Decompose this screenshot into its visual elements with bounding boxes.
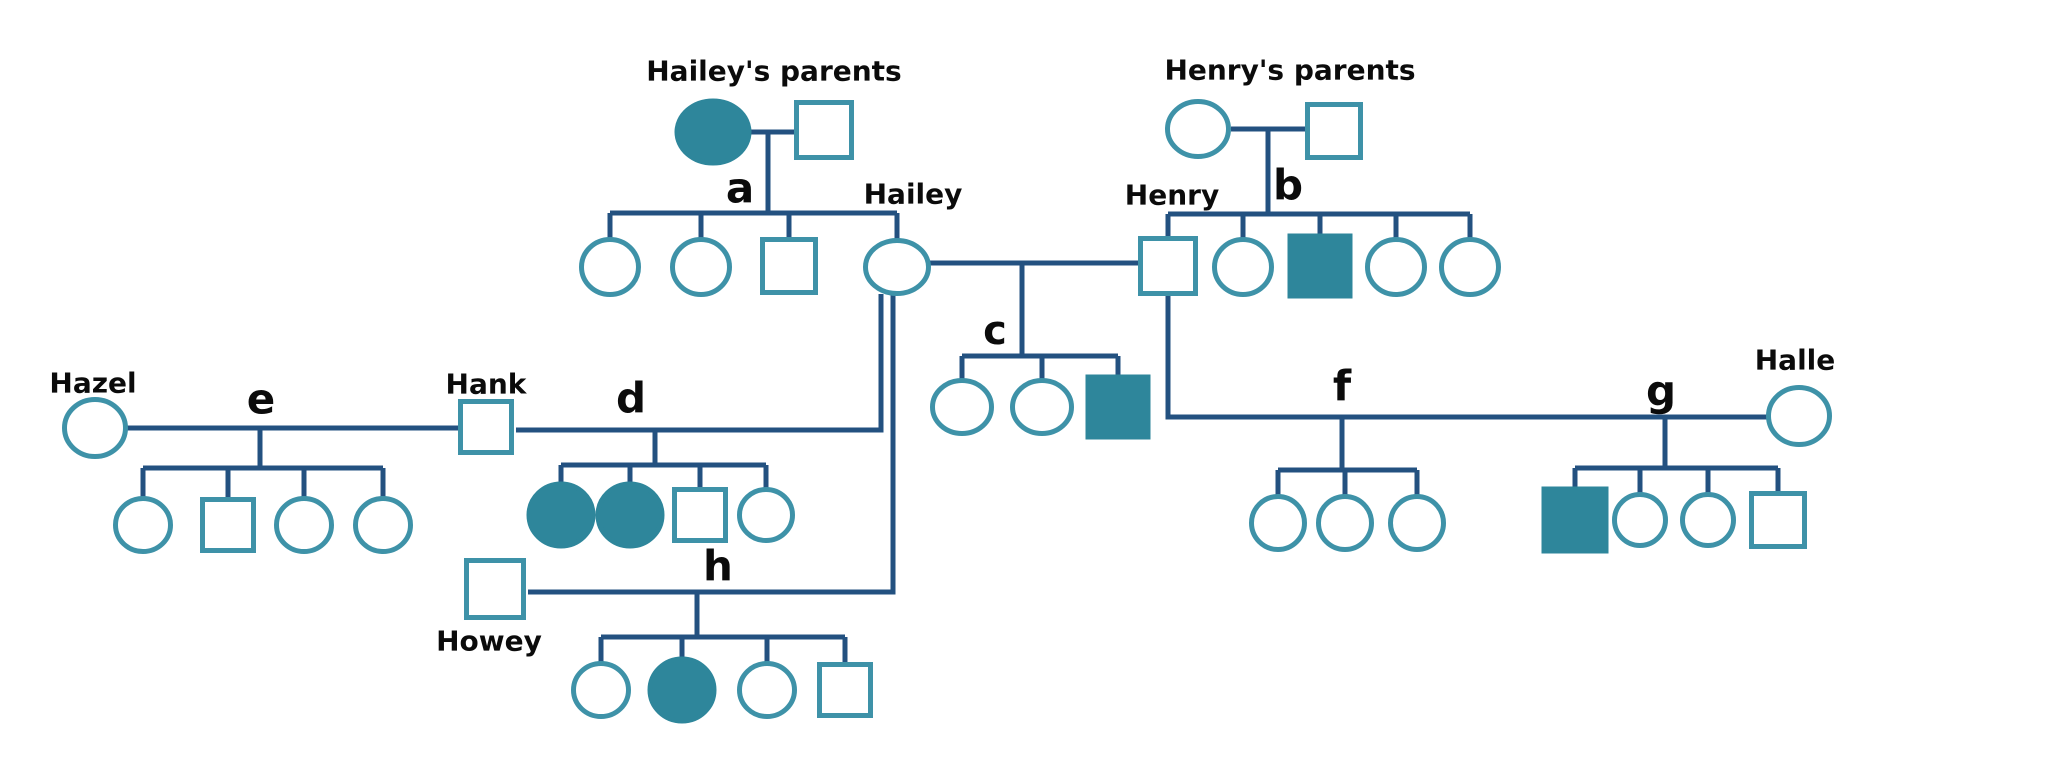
person-sibship-g-child-3 xyxy=(1680,492,1736,548)
person-hailey xyxy=(863,238,931,296)
person-sibship-d-child-2 xyxy=(595,481,665,549)
person-sibship-a-child-1 xyxy=(579,237,641,297)
person-sibship-g-child-2 xyxy=(1612,492,1668,548)
label-howey: Howey xyxy=(436,625,542,658)
person-sibship-b-child-5 xyxy=(1439,237,1501,297)
person-sibship-b-child-4 xyxy=(1365,237,1427,297)
marriage-henry-halle xyxy=(1165,294,1768,420)
person-sibship-f-child-3 xyxy=(1388,494,1446,552)
label-hazel: Hazel xyxy=(49,367,136,400)
person-sibship-c-child-3 xyxy=(1085,374,1151,440)
person-sibship-h-child-2 xyxy=(647,656,717,724)
person-sibship-e-child-1 xyxy=(113,496,173,554)
marriage-hailey-howey xyxy=(528,294,896,595)
label-b: b xyxy=(1273,161,1303,210)
label-haileys-parents: Hailey's parents xyxy=(646,55,901,88)
label-g: g xyxy=(1646,367,1676,416)
label-h: h xyxy=(703,542,733,591)
person-hank xyxy=(458,399,514,455)
person-haileys-mother xyxy=(674,98,752,166)
label-hank: Hank xyxy=(446,368,528,401)
person-sibship-h-child-1 xyxy=(571,661,631,719)
person-sibship-a-child-2 xyxy=(670,237,732,297)
person-halle xyxy=(1766,385,1832,447)
person-sibship-b-child-3 xyxy=(1287,233,1353,299)
person-hazel xyxy=(62,397,128,459)
person-sibship-a-child-3 xyxy=(760,237,818,295)
person-sibship-g-child-4 xyxy=(1749,491,1807,549)
person-sibship-d-child-3 xyxy=(672,487,728,543)
person-sibship-f-child-1 xyxy=(1249,494,1307,552)
person-sibship-e-child-3 xyxy=(274,496,334,554)
label-f: f xyxy=(1333,362,1352,411)
person-howey xyxy=(464,558,526,620)
person-henrys-father xyxy=(1305,102,1363,160)
person-sibship-d-child-1 xyxy=(526,481,596,549)
label-d: d xyxy=(616,374,646,423)
person-sibship-h-child-4 xyxy=(817,662,873,718)
person-haileys-father xyxy=(794,100,854,160)
person-sibship-h-child-3 xyxy=(737,661,797,719)
person-henrys-mother xyxy=(1165,99,1231,159)
label-halle: Halle xyxy=(1755,344,1836,377)
label-henry: Henry xyxy=(1125,179,1219,212)
person-sibship-c-child-2 xyxy=(1010,378,1074,436)
person-sibship-c-child-1 xyxy=(930,378,994,436)
person-sibship-f-child-2 xyxy=(1316,494,1374,552)
person-sibship-e-child-4 xyxy=(353,496,413,554)
label-henrys-parents: Henry's parents xyxy=(1164,54,1415,87)
person-sibship-d-child-4 xyxy=(737,487,795,543)
person-henry xyxy=(1138,236,1198,296)
label-hailey: Hailey xyxy=(864,178,963,211)
person-sibship-b-child-2 xyxy=(1212,237,1274,297)
label-a: a xyxy=(726,164,754,213)
person-sibship-e-child-2 xyxy=(200,497,256,553)
label-c: c xyxy=(983,308,1007,354)
label-e: e xyxy=(247,375,276,424)
marriage-hailey-hank xyxy=(516,294,884,433)
person-sibship-g-child-1 xyxy=(1541,486,1609,554)
